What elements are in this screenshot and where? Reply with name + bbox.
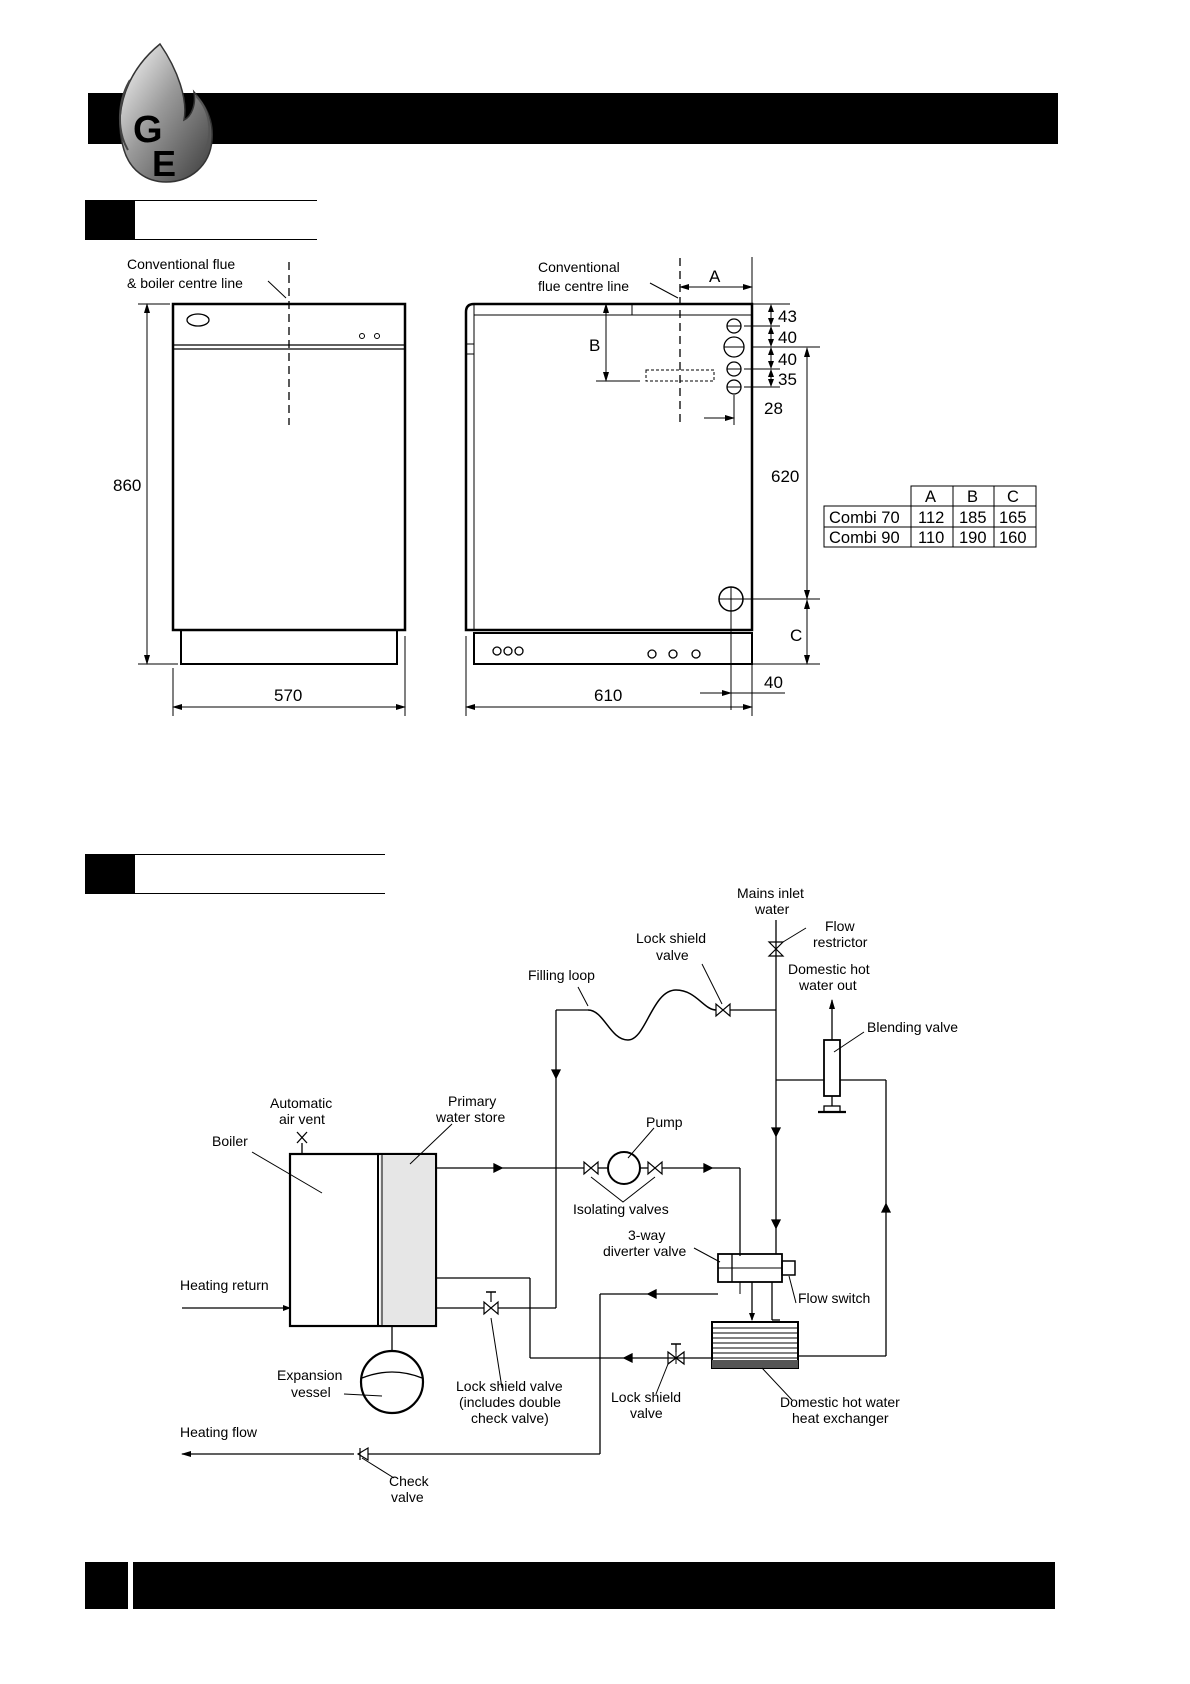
dim-height-label: 860	[113, 476, 141, 495]
label-dhw-hx-line1: Domestic hot water	[780, 1394, 900, 1410]
front-view-plinth	[180, 629, 398, 665]
section-1-marker	[85, 200, 135, 240]
flow-switch-icon	[781, 1260, 796, 1276]
label-isolating-valves: Isolating valves	[573, 1201, 669, 1217]
label-check-valve-line1: Check	[389, 1473, 430, 1489]
side-view-casing	[464, 302, 754, 632]
label-mains-inlet-line1: Mains inlet	[737, 885, 804, 901]
label-diverter-line1: 3-way	[628, 1227, 665, 1243]
table-cell-b: 185	[959, 509, 987, 527]
label-lsv-check-line2: (includes double	[459, 1394, 561, 1410]
front-badge-icon	[186, 313, 210, 327]
svg-text:E: E	[152, 143, 176, 184]
dim-40b-label: 40	[778, 350, 797, 369]
front-view-casing	[171, 302, 407, 632]
table-cell-model: Combi 90	[829, 529, 900, 547]
system-schematic	[181, 920, 892, 1479]
dim-front-width-label: 570	[274, 686, 302, 705]
label-check-valve-line2: valve	[391, 1489, 424, 1505]
label-dhw-out-line1: Domestic hot	[788, 961, 870, 977]
label-auto-air-vent-line2: air vent	[279, 1111, 325, 1127]
label-filling-loop: Filling loop	[528, 967, 595, 983]
dim-b-label: B	[589, 336, 600, 355]
dim-side-width-label: 610	[594, 686, 622, 705]
dim-43-label: 43	[778, 307, 797, 326]
section-2-rule-top	[135, 854, 385, 855]
label-lsv-check-line1: Lock shield valve	[456, 1378, 563, 1394]
dimension-table: A B C Combi 70 112 185 165 Combi 90 110 …	[823, 485, 1037, 548]
label-lsv-bottom-line2: valve	[630, 1405, 663, 1421]
dim-40a-label: 40	[778, 328, 797, 347]
filling-loop-hose	[587, 989, 717, 1041]
label-expansion-line1: Expansion	[277, 1367, 342, 1383]
section-1-rule-bottom	[135, 239, 317, 240]
label-lsv-bottom-line1: Lock shield	[611, 1389, 681, 1405]
check-valve-icon	[356, 1446, 369, 1462]
side-flue-label-line1: Conventional	[538, 259, 620, 275]
header-bar	[88, 93, 1058, 144]
section-2-rule-bottom	[135, 893, 385, 894]
label-mains-inlet-line2: water	[754, 901, 790, 917]
label-blending-valve: Blending valve	[867, 1019, 958, 1035]
label-expansion-line2: vessel	[291, 1384, 331, 1400]
table-row: Combi 70 112 185 165	[829, 509, 1027, 527]
svg-text:G: G	[133, 109, 163, 151]
front-flue-label-line2: & boiler centre line	[127, 275, 243, 291]
elevation-labels: Conventional flue & boiler centre line C…	[113, 256, 802, 705]
blending-valve	[823, 1039, 841, 1097]
side-view-plinth	[473, 632, 753, 665]
section-1-rule-top	[135, 200, 317, 201]
dim-40-bottom-label: 40	[764, 673, 783, 692]
label-diverter-line2: diverter valve	[603, 1243, 686, 1259]
front-flue-label-line1: Conventional flue	[127, 256, 235, 272]
flow-restrictor-icon	[767, 941, 785, 957]
table-cell-a: 112	[918, 509, 944, 527]
dim-35-label: 35	[778, 370, 797, 389]
label-primary-store-line1: Primary	[448, 1093, 496, 1109]
label-heating-flow: Heating flow	[180, 1424, 258, 1440]
footer-page-block	[85, 1562, 128, 1609]
label-lock-shield-top-line1: Lock shield	[636, 930, 706, 946]
label-primary-store-line2: water store	[435, 1109, 505, 1125]
label-heating-return: Heating return	[180, 1277, 269, 1293]
brand-logo-icon: G E	[118, 42, 213, 184]
table-cell-c: 165	[999, 509, 1027, 527]
table-cell-a: 110	[918, 529, 944, 547]
label-auto-air-vent-line1: Automatic	[270, 1095, 332, 1111]
table-cell-c: 160	[999, 529, 1027, 547]
boiler-dimension-drawing	[138, 257, 820, 716]
table-row: Combi 90 110 190 160	[829, 529, 1027, 547]
dim-a-label: A	[709, 267, 721, 286]
footer-bar	[133, 1562, 1055, 1609]
label-dhw-hx-line2: heat exchanger	[792, 1410, 889, 1426]
table-header-a: A	[925, 488, 936, 506]
label-dhw-out-line2: water out	[798, 977, 857, 993]
section-2-marker	[85, 854, 135, 894]
label-lsv-check-line3: check valve)	[471, 1410, 549, 1426]
expansion-vessel-icon	[359, 1349, 425, 1415]
dim-620-label: 620	[771, 467, 799, 486]
table-header-c: C	[1007, 488, 1019, 506]
table-cell-model: Combi 70	[829, 509, 900, 527]
label-lock-shield-top-line2: valve	[656, 947, 689, 963]
schematic-labels: Mains inlet water Flow restrictor Lock s…	[180, 885, 958, 1505]
table-cell-b: 190	[959, 529, 987, 547]
side-flue-label-line2: flue centre line	[538, 278, 629, 294]
label-pump: Pump	[646, 1114, 683, 1130]
label-flow-switch: Flow switch	[798, 1290, 870, 1306]
boiler-unit	[288, 1152, 438, 1328]
dim-c-label: C	[790, 626, 802, 645]
label-flow-restrictor-line1: Flow	[825, 918, 855, 934]
dim-28-label: 28	[764, 399, 783, 418]
label-flow-restrictor-line2: restrictor	[813, 934, 868, 950]
table-header-b: B	[967, 488, 978, 506]
label-boiler: Boiler	[212, 1133, 248, 1149]
pump-icon	[607, 1151, 641, 1185]
